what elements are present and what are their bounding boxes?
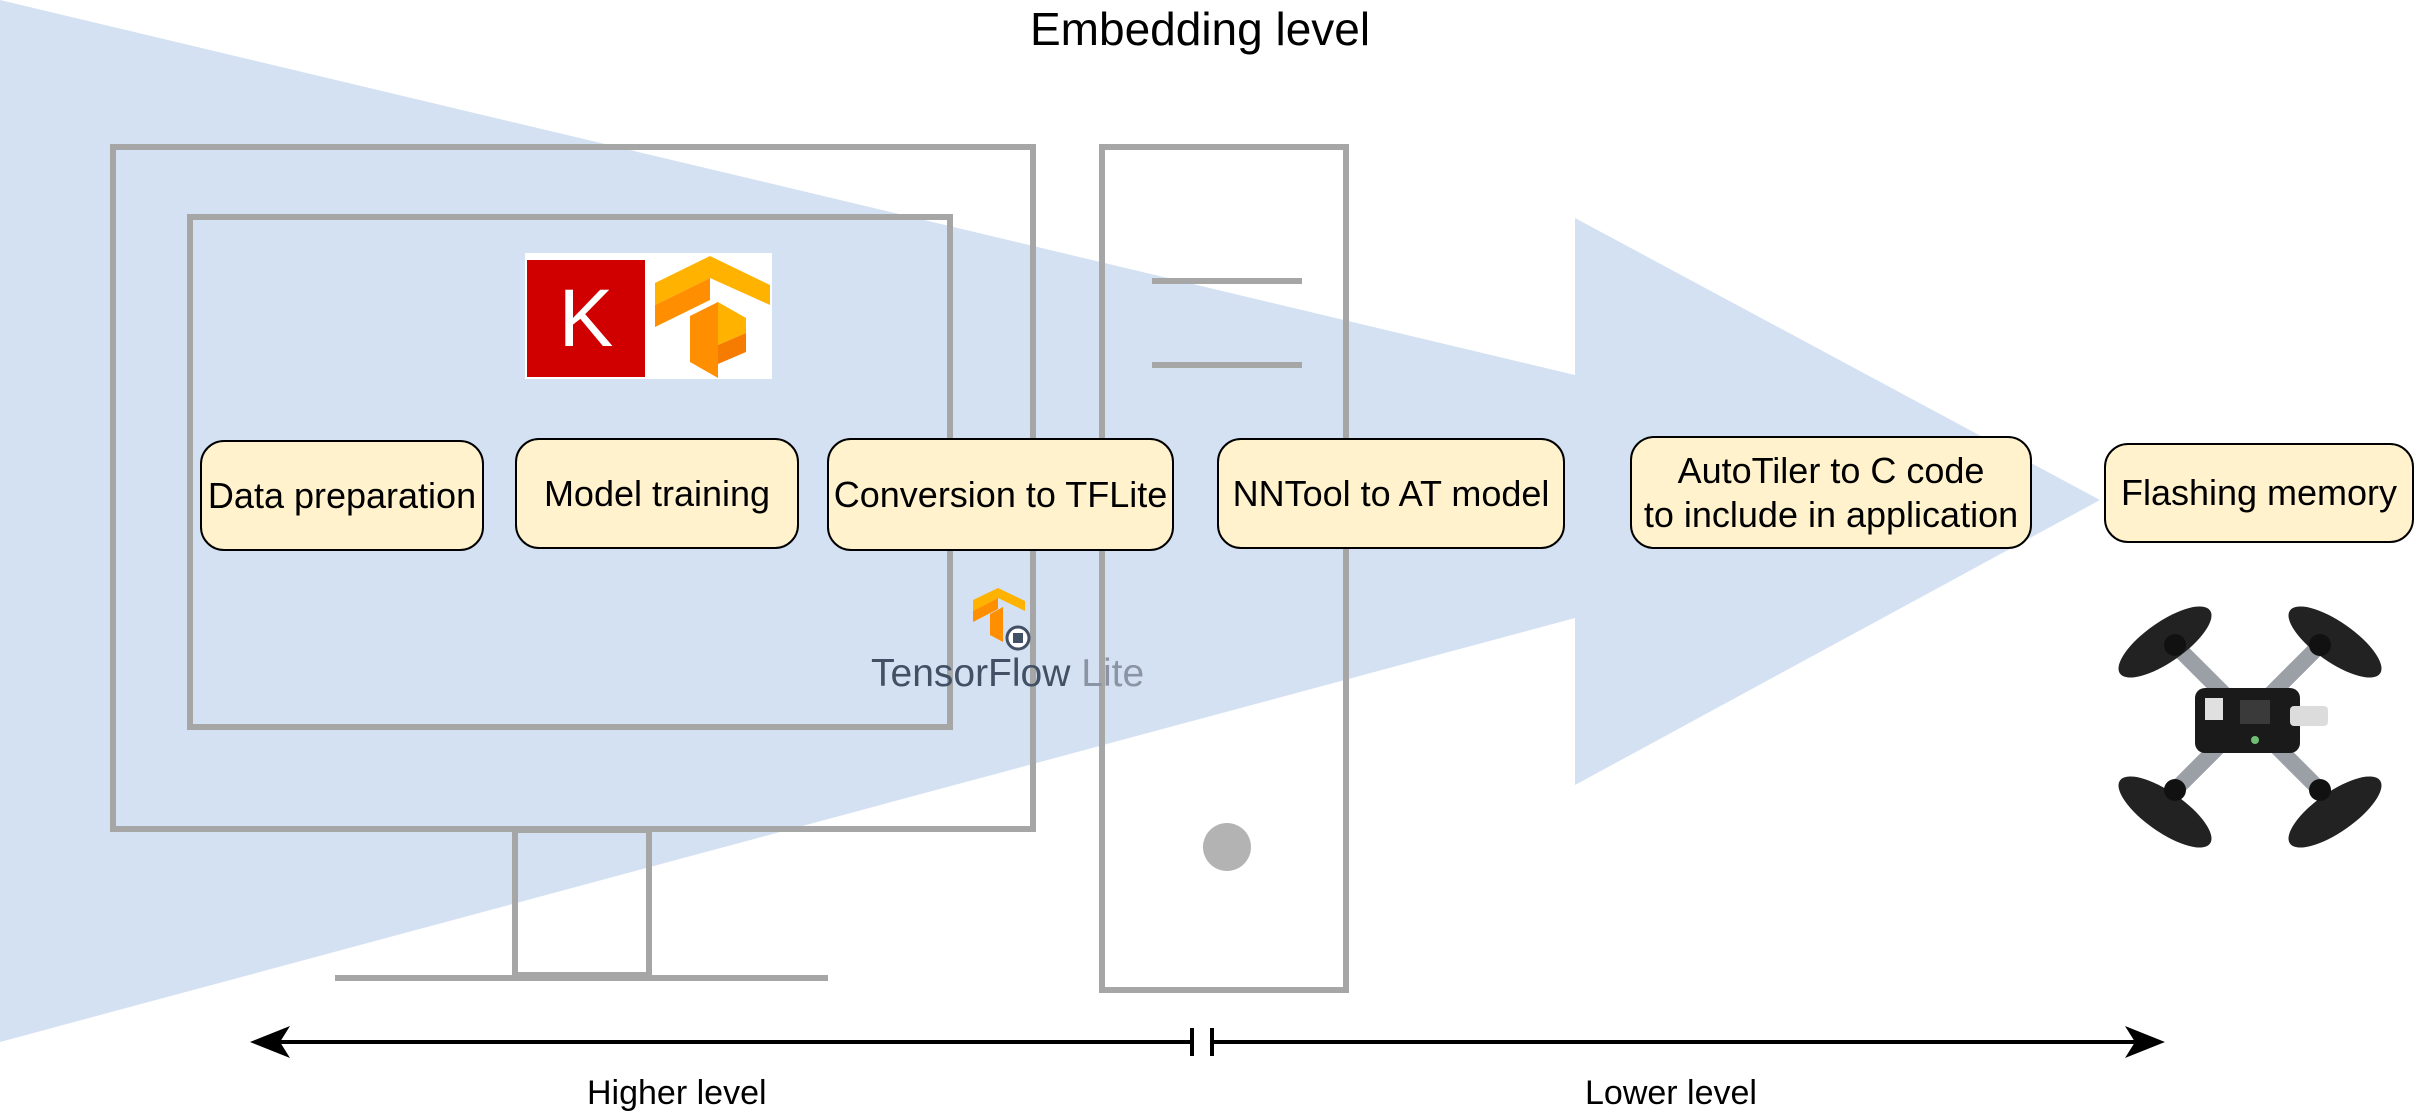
quadcopter-drone-icon: [2118, 606, 2382, 848]
axis-label-higher-level: Higher level: [587, 1074, 767, 1112]
tensorflow-lite-wordmark: TensorFlow Lite: [871, 652, 1144, 696]
axis-label-lower-level: Lower level: [1585, 1074, 1757, 1112]
step-flashing-memory: Flashing memory: [2104, 443, 2414, 543]
step-model-training: Model training: [515, 438, 799, 549]
step-autotiler-line-2: to include in application: [1643, 493, 2019, 535]
step-data-preparation: Data preparation: [200, 440, 484, 551]
tensorflow-lite-logo: [973, 588, 1031, 651]
keras-logo: [527, 260, 645, 377]
tflite-name: TensorFlow: [871, 652, 1071, 695]
step-nntool-to-at-model: NNTool to AT model: [1217, 438, 1565, 549]
diagram-title: Embedding level: [1030, 3, 1371, 55]
tensorflow-logo: [655, 256, 770, 378]
keras-letter: K: [558, 273, 614, 364]
pc-tower-icon: [1099, 144, 1349, 993]
tflite-suffix: Lite: [1081, 652, 1145, 695]
level-axis: [250, 1026, 2165, 1058]
step-conversion-to-tflite: Conversion to TFLite: [827, 438, 1174, 551]
step-autotiler-line-1: AutoTiler to C code: [1677, 449, 1985, 491]
power-button-icon: [1203, 823, 1251, 871]
framework-logos: [525, 253, 772, 379]
step-autotiler-to-c-code: AutoTiler to C code to include in applic…: [1630, 436, 2032, 549]
